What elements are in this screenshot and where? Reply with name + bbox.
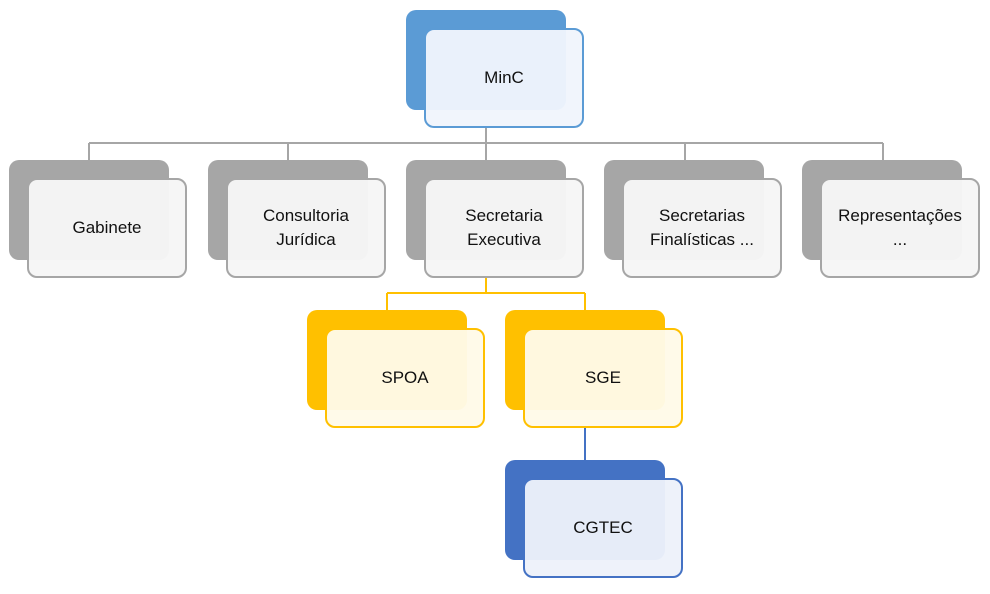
node-representacoes: Representações ... <box>802 160 982 280</box>
node-secretaria-executiva: Secretaria Executiva <box>406 160 586 280</box>
node-spoa: SPOA <box>307 310 487 430</box>
node-sge-label: SGE <box>585 368 621 387</box>
node-cgtec: CGTEC <box>505 460 685 580</box>
node-spoa-label: SPOA <box>381 368 429 387</box>
node-consultoria-label: Consultoria Jurídica <box>263 206 349 249</box>
node-representacoes-label: Representações ... <box>838 206 962 249</box>
node-secretarias-finalisticas: Secretarias Finalísticas ... <box>604 160 784 280</box>
node-secretaria-executiva-label: Secretaria Executiva <box>465 206 543 249</box>
node-minc-label: MinC <box>484 68 524 87</box>
node-secretarias-finalisticas-label: Secretarias Finalísticas ... <box>650 206 754 249</box>
node-consultoria-juridica: Consultoria Jurídica <box>208 160 388 280</box>
node-minc: MinC <box>406 10 586 130</box>
node-cgtec-label: CGTEC <box>573 518 633 537</box>
node-gabinete: Gabinete <box>9 160 189 280</box>
node-sge: SGE <box>505 310 685 430</box>
node-gabinete-label: Gabinete <box>72 218 142 237</box>
